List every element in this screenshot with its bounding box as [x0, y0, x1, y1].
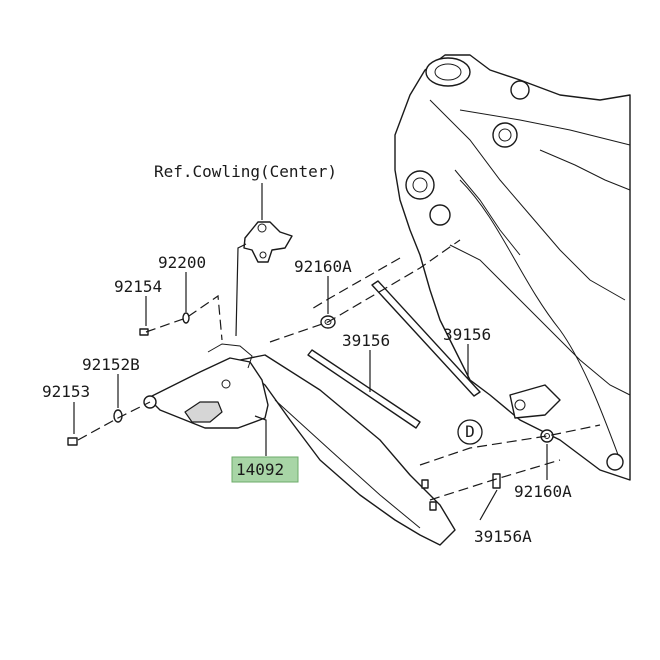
callout-D: D [457, 419, 483, 445]
grommet-92160A-bottom [540, 429, 554, 443]
label-14092: 14092 [236, 460, 284, 479]
guide-bracket-vertical [235, 243, 247, 337]
motorcycle-frame [394, 54, 631, 481]
mount-boss-mid [492, 122, 518, 148]
label-92152B: 92152B [82, 355, 140, 374]
bolt-92153 [67, 437, 78, 446]
leader-14092 [254, 415, 267, 456]
mount-boss-mid-hole [498, 128, 512, 142]
cowling-clip-slot-2 [429, 501, 437, 511]
cowling-panel-14092 [143, 343, 456, 546]
label-92153: 92153 [42, 382, 90, 401]
pad-39156-right [371, 280, 481, 397]
label-ref-cowling: Ref.Cowling(Center) [154, 162, 337, 181]
frame-rear-boss [606, 453, 624, 471]
wire-harness [459, 179, 621, 461]
bolt-92153-head [67, 437, 78, 446]
frame-spar-line-1 [429, 99, 626, 301]
label-92154: 92154 [114, 277, 162, 296]
grommet-92160A-top [320, 315, 336, 329]
mount-boss-upper [405, 170, 435, 200]
frame-spar-line-4 [454, 169, 521, 256]
label-39156-right: 39156 [443, 325, 491, 344]
frame-spar-line-5 [539, 149, 631, 191]
cowling-lower-body [239, 354, 456, 546]
mount-boss-lower [429, 204, 451, 226]
cowling-upper-tab [207, 343, 253, 369]
pad-39156A [492, 473, 501, 489]
bracket-hole-2 [259, 251, 267, 259]
label-39156A: 39156A [474, 527, 532, 546]
leader-lines [73, 183, 548, 521]
cowling-clip-slot-1 [421, 479, 429, 489]
lower-bracket-hole [514, 399, 526, 411]
pad-strip-left [307, 349, 421, 429]
frame-spar-line-2 [459, 109, 631, 146]
guide-grommet-bottom [419, 424, 601, 466]
guide-92154 [145, 294, 223, 341]
label-39156-left: 39156 [342, 331, 390, 350]
cowling-vent [184, 401, 223, 423]
cowling-screw-hole [221, 379, 231, 389]
label-92160A-top: 92160A [294, 257, 352, 276]
callout-D-letter: D [465, 422, 475, 441]
leader-39156A [479, 489, 498, 521]
callout-D-circle [457, 419, 483, 445]
mount-boss-upper-hole [412, 177, 428, 193]
pad-39156-left [307, 349, 421, 429]
bolt-92154 [139, 328, 149, 336]
cowling-crease [274, 399, 421, 529]
bracket-hole-1 [257, 223, 267, 233]
cowling-front-section [147, 357, 269, 429]
part-highlight-box [231, 456, 299, 483]
pad-strip-right [371, 280, 481, 397]
pad-small [492, 473, 501, 489]
guide-frame-left [309, 257, 401, 311]
bolt-92154-head [139, 328, 149, 336]
steering-head-inner [434, 63, 462, 81]
washer-92200 [182, 312, 190, 324]
grommet-bottom-outer [540, 429, 554, 443]
grommet-top-inner [324, 319, 332, 325]
guide-92153 [77, 401, 151, 441]
center-cowling-bracket [243, 221, 293, 263]
label-92160A-bottom: 92160A [514, 482, 572, 501]
guide-grommet-top [269, 239, 461, 343]
frame-main-body [394, 54, 631, 481]
bracket-body [243, 221, 293, 263]
frame-spar-line-3 [449, 244, 631, 396]
label-92200: 92200 [158, 253, 206, 272]
washer-92200-shape [182, 312, 190, 324]
steering-head [425, 57, 471, 87]
part-labels: Ref.Cowling(Center) 92200 92154 92160A 3… [42, 162, 572, 546]
mount-boss-top [510, 80, 530, 100]
guide-pad-small [429, 459, 561, 501]
assembly-guides [77, 239, 601, 501]
